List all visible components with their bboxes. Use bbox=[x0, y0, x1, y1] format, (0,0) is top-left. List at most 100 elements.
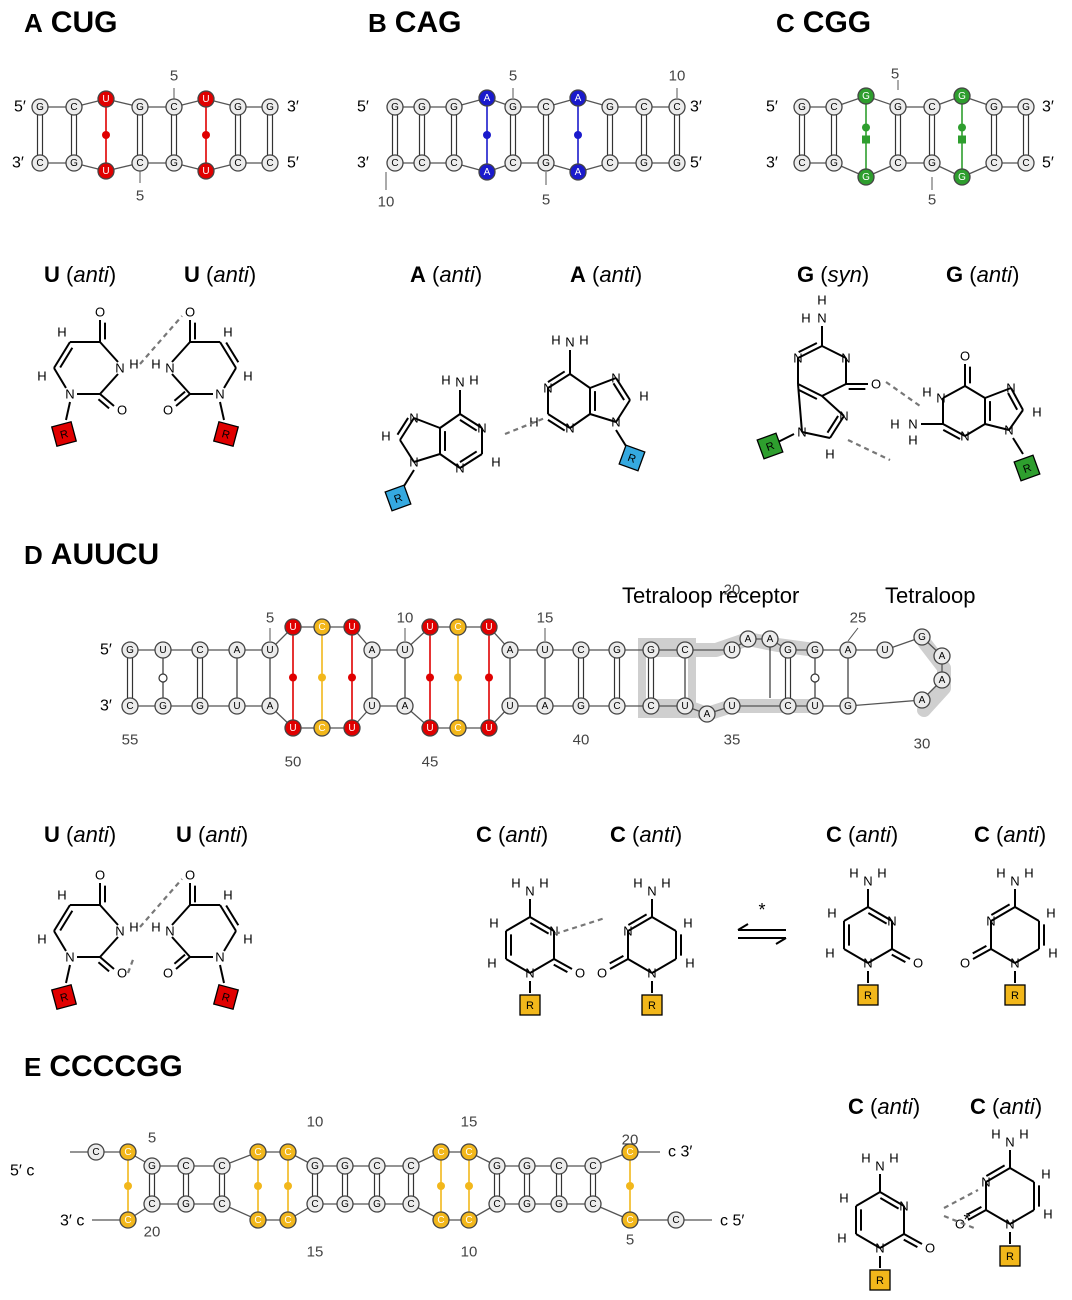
nucleotide-circle bbox=[933, 671, 951, 689]
nucleotide-circle bbox=[857, 87, 875, 105]
double-bond bbox=[529, 922, 550, 935]
double-bond bbox=[985, 1164, 1006, 1177]
nucleotide: G bbox=[642, 641, 660, 659]
ribose-box: R bbox=[999, 1245, 1021, 1267]
bond bbox=[459, 453, 483, 469]
nucleotide-circle bbox=[825, 154, 843, 172]
nucleotide: C bbox=[584, 1157, 602, 1175]
ribose-square bbox=[999, 1245, 1021, 1267]
nucleotide: C bbox=[460, 1211, 478, 1229]
nucleotide-circle bbox=[953, 87, 971, 105]
bond bbox=[867, 948, 893, 964]
nucleotide-letter: C bbox=[509, 158, 516, 169]
position-number: 45 bbox=[422, 754, 439, 771]
atom-label: H bbox=[489, 916, 498, 931]
nucleotide-letter: C bbox=[681, 645, 688, 656]
nucleotide-circle bbox=[488, 1157, 506, 1175]
ribose-letter: R bbox=[765, 440, 777, 454]
nucleotide-circle bbox=[601, 98, 619, 116]
bond bbox=[219, 904, 237, 932]
bond bbox=[99, 373, 119, 395]
five-prime-label: 5′ bbox=[14, 99, 26, 116]
atom-label: O bbox=[925, 1241, 935, 1256]
atom-label: H bbox=[922, 385, 931, 400]
position-number: 10 bbox=[397, 610, 414, 627]
nucleotide-circle bbox=[261, 697, 279, 715]
nucleotide-circle bbox=[284, 618, 302, 636]
bond bbox=[223, 367, 237, 389]
nucleotide-letter: C bbox=[124, 1215, 131, 1226]
bond bbox=[505, 958, 531, 974]
nucleotide-letter: G bbox=[798, 102, 806, 113]
bond bbox=[615, 399, 631, 423]
atom-label: N bbox=[899, 1199, 908, 1214]
pair-dot bbox=[348, 673, 356, 682]
nucleotide-letter: C bbox=[254, 1215, 261, 1226]
nucleotide-circle bbox=[177, 1195, 195, 1213]
nucleotide-circle bbox=[229, 154, 247, 172]
atom-label: N bbox=[549, 924, 558, 939]
bond bbox=[53, 341, 71, 369]
nucleotide-letter: U bbox=[401, 645, 408, 656]
atom-label: H bbox=[1048, 946, 1057, 961]
nucleotide: U bbox=[97, 90, 115, 108]
bond bbox=[53, 904, 71, 932]
position-number: 5 bbox=[891, 66, 899, 83]
nucleotide-circle bbox=[478, 163, 496, 181]
tetraloop-receptor-label: Tetraloop receptor bbox=[622, 583, 800, 608]
nucleotide-letter: G bbox=[391, 102, 399, 113]
atom-label: H bbox=[837, 1231, 846, 1246]
ribose-box: R bbox=[1004, 984, 1026, 1006]
nucleotide: C bbox=[177, 1157, 195, 1175]
bond bbox=[972, 948, 992, 960]
bond bbox=[439, 453, 461, 469]
nucleotide-circle bbox=[306, 1195, 324, 1213]
panel-title: AUUCU bbox=[50, 538, 160, 571]
atom-label: H bbox=[801, 311, 810, 326]
nucleotide-circle bbox=[343, 719, 361, 737]
nucleotide-circle bbox=[933, 647, 951, 665]
nucleotide-circle bbox=[839, 641, 857, 659]
nucleotide: C bbox=[432, 1143, 450, 1161]
nucleotide-letter: C bbox=[126, 701, 133, 712]
bond bbox=[942, 385, 966, 399]
bond bbox=[439, 413, 461, 429]
nucleotide-letter: G bbox=[613, 645, 621, 656]
atom-label: H bbox=[639, 389, 648, 404]
nucleotide-circle bbox=[97, 162, 115, 180]
bond bbox=[821, 395, 845, 417]
nucleotide-letter: G bbox=[928, 158, 936, 169]
double-bond bbox=[903, 1238, 918, 1249]
atom-label: O bbox=[913, 956, 923, 971]
nucleotide: C bbox=[213, 1195, 231, 1213]
atom-label: N bbox=[875, 1241, 884, 1256]
nucleotide-circle bbox=[698, 705, 716, 723]
nucleotide: C bbox=[445, 154, 463, 172]
double-bond bbox=[826, 415, 839, 434]
bond bbox=[1014, 906, 1040, 922]
panel-letter: A bbox=[24, 8, 43, 38]
bond bbox=[399, 439, 415, 463]
ribose-letter: R bbox=[1006, 1251, 1014, 1263]
nucleotide: G bbox=[537, 154, 555, 172]
nucleotide-letter: G bbox=[918, 632, 926, 643]
nucleotide: A bbox=[761, 630, 779, 648]
bond bbox=[1010, 387, 1024, 411]
nucleotide: G bbox=[923, 154, 941, 172]
bond bbox=[223, 930, 237, 952]
caption-e2: C (anti) bbox=[970, 1094, 1043, 1119]
three-prime-label: 3′ bbox=[100, 698, 112, 715]
atom-label: O bbox=[185, 868, 195, 883]
glycosidic-bond bbox=[65, 401, 71, 421]
nucleotide-circle bbox=[676, 641, 694, 659]
position-number: 55 bbox=[122, 732, 139, 749]
hydrogen-bond bbox=[943, 1189, 979, 1209]
nucleotide-circle bbox=[121, 641, 139, 659]
nucleotide-circle bbox=[668, 98, 686, 116]
bond bbox=[964, 385, 986, 399]
nucleotide: C bbox=[1017, 154, 1035, 172]
nucleotide-circle bbox=[825, 98, 843, 116]
atom-label: H bbox=[469, 373, 478, 388]
pair-dot bbox=[318, 673, 326, 682]
nucleotide-letter: C bbox=[170, 102, 177, 113]
